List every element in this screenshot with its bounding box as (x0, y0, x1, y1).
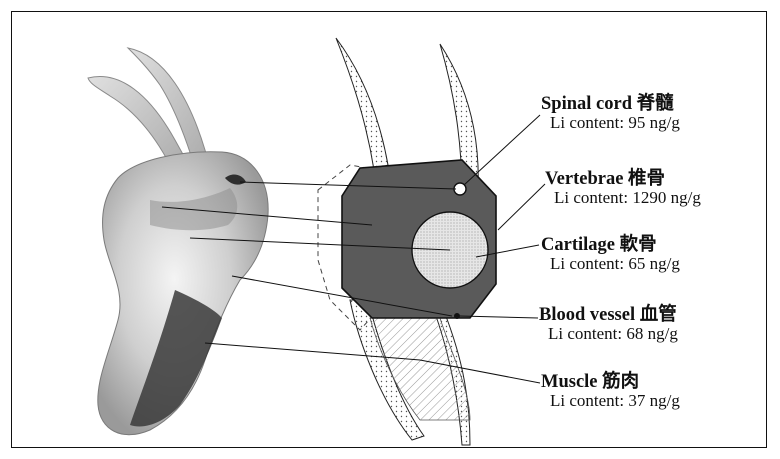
label-blood-vessel-name: Blood vessel 血管 (539, 306, 678, 325)
specimen-photo (88, 48, 268, 435)
label-vertebrae: Vertebrae 椎骨 Li content: 1290 ng/g (545, 170, 701, 207)
blood-vessel-dot (454, 313, 460, 319)
muscle-left-sliver (336, 38, 388, 170)
label-spinal-cord: Spinal cord 脊髓 Li content: 95 ng/g (541, 95, 680, 132)
label-muscle-content: Li content: 37 ng/g (541, 392, 680, 410)
label-muscle: Muscle 筋肉 Li content: 37 ng/g (541, 373, 680, 410)
line-label-vertebra (498, 184, 545, 230)
label-spinal-cord-name: Spinal cord 脊髓 (541, 95, 680, 114)
label-blood-vessel-content: Li content: 68 ng/g (539, 325, 678, 343)
label-spinal-cord-content: Li content: 95 ng/g (541, 114, 680, 132)
schematic (318, 38, 496, 445)
label-vertebrae-content: Li content: 1290 ng/g (545, 189, 701, 207)
label-vertebrae-name: Vertebrae 椎骨 (545, 170, 701, 189)
label-cartilage: Cartilage 軟骨 Li content: 65 ng/g (541, 236, 680, 273)
label-blood-vessel: Blood vessel 血管 Li content: 68 ng/g (539, 306, 678, 343)
label-muscle-name: Muscle 筋肉 (541, 373, 680, 392)
label-cartilage-content: Li content: 65 ng/g (541, 255, 680, 273)
label-cartilage-name: Cartilage 軟骨 (541, 236, 680, 255)
